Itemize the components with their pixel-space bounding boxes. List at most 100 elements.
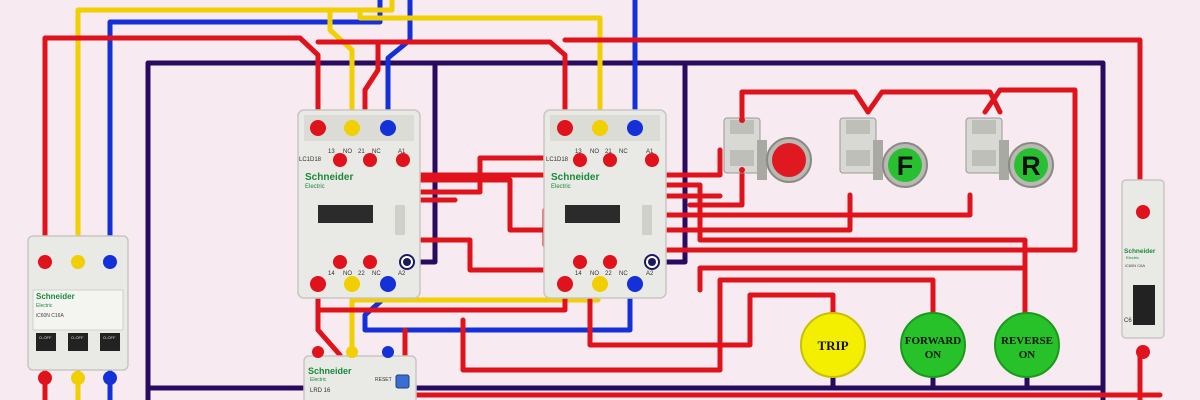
left-contactor-bottom-l2 [344, 276, 360, 292]
left-aux-13-terminal [333, 153, 347, 167]
left-aux-feed-wire [362, 39, 381, 131]
overload-model: LRD 16 [310, 388, 331, 394]
right-aux-14-terminal [573, 255, 587, 269]
left-contactor-brand: Schneider [305, 172, 353, 183]
stop-pushbutton-icon[interactable] [772, 143, 806, 177]
left-top-label-21: 21 [358, 149, 365, 155]
left-breaker-toggle-1[interactable] [36, 333, 56, 351]
left-bottom-label-a2: A2 [398, 271, 406, 277]
overload-reset-button[interactable] [395, 374, 410, 389]
right-contactor-bottom-l3 [627, 276, 643, 292]
right-contactor-window [565, 205, 620, 223]
right-top-label-21: 21 [605, 149, 612, 155]
overload-reset-label: RESET [375, 377, 392, 383]
left-contactor-bottom-l1 [310, 276, 326, 292]
left-contactor-sub: Electric [305, 184, 325, 190]
neutral-bus-wire [145, 60, 1106, 400]
left-aux-14-terminal [333, 255, 347, 269]
left-breaker-out-l1 [38, 371, 52, 385]
left-contactor-top-l2 [344, 120, 360, 136]
forward-pushbutton-label: F [897, 151, 914, 181]
left-contactor-top-l3 [380, 120, 396, 136]
left-breaker-toggle-2[interactable] [68, 333, 88, 351]
left-breaker: Schneider Electric iC60N C16A O-OFF O-OF… [27, 235, 129, 385]
right-top-label-a1: A1 [646, 149, 654, 155]
right-aux-21-terminal [603, 153, 617, 167]
left-contactor-top-l1 [310, 120, 326, 136]
forward-lamp-feed-wire [460, 277, 936, 373]
right-contactor-bottom-l2 [592, 276, 608, 292]
stop-to-forward-wire [739, 89, 871, 123]
right-contactor-top-l3 [627, 120, 643, 136]
left-breaker-toggle-3[interactable] [100, 333, 120, 351]
forward-lamp-label-1: FORWARD [905, 335, 962, 347]
left-breaker-switch-label-1: O-OFF [39, 335, 52, 340]
right-contactor-model: LC1D18 [546, 157, 569, 163]
control-supply-wire [562, 37, 1143, 213]
neutral-to-right-a2-wire [657, 60, 688, 265]
left-top-label-a1: A1 [398, 149, 406, 155]
right-bottom-label-nc: NC [619, 271, 628, 277]
l1-to-right-contactor-wire [315, 39, 568, 131]
right-breaker-model: iC60N C6A [1125, 263, 1145, 268]
left-top-label-13: 13 [328, 149, 335, 155]
left-aux-21-terminal [363, 153, 377, 167]
reverse-pushbutton-icon[interactable] [1014, 148, 1048, 182]
left-contactor-model: LC1D18 [299, 157, 322, 163]
l2-to-right-contactor-wire [357, 9, 603, 131]
reverse-pushbutton-label: R [1021, 151, 1041, 181]
right-bottom-label-14: 14 [575, 271, 582, 277]
reverse-lamp-label-1: REVERSE [1001, 335, 1053, 347]
left-bottom-label-22: 22 [358, 271, 365, 277]
reverse-on-lamp: REVERSE ON [994, 312, 1060, 378]
reverse-lamp-label-2: ON [1019, 349, 1036, 361]
forward-on-lamp: FORWARD ON [900, 312, 966, 378]
left-breaker-out-l3 [103, 371, 117, 385]
right-coil-a1-terminal [645, 153, 659, 167]
left-breaker-model: iC60N C16A [36, 313, 64, 319]
left-contactor-bottom-l3 [380, 276, 396, 292]
trip-lamp-label: TRIP [817, 338, 848, 353]
right-aux-13-terminal [573, 153, 587, 167]
stop-pushbutton[interactable] [723, 117, 812, 183]
right-bottom-label-a2: A2 [646, 271, 654, 277]
right-top-label-no: NO [590, 149, 599, 155]
left-coil-a2-terminal [403, 258, 411, 266]
right-breaker-toggle[interactable] [1133, 285, 1155, 325]
reverse-lamp-feed-wire [697, 265, 1028, 318]
right-bottom-label-no: NO [590, 271, 599, 277]
right-breaker-rating: C6 [1124, 318, 1132, 324]
left-bottom-label-no: NO [343, 271, 352, 277]
left-contactor-window [318, 205, 373, 223]
forward-pushbutton[interactable]: F [839, 117, 928, 188]
trip-lamp: TRIP [800, 312, 866, 378]
left-breaker-in-l1 [38, 255, 52, 269]
right-contactor-top-l2 [592, 120, 608, 136]
forward-lamp-label-2: ON [925, 349, 942, 361]
left-breaker-brand: Schneider [36, 292, 75, 301]
right-breaker: Schneider Electric iC60N C6A C6 [1121, 179, 1165, 359]
overload-relay: Schneider Electric LRD 16 RESET [303, 346, 417, 400]
left-coil-a1-terminal [396, 153, 410, 167]
left-breaker-in-l3 [103, 255, 117, 269]
left-bottom-label-14: 14 [328, 271, 335, 277]
right-breaker-sub: Electric [1126, 255, 1139, 260]
trip-lamp-feed-wire [587, 292, 836, 348]
phase-l2-wires [75, 0, 603, 400]
left-top-label-no: NO [343, 149, 352, 155]
right-breaker-out [1136, 345, 1150, 359]
right-top-label-13: 13 [575, 149, 582, 155]
right-bottom-label-22: 22 [605, 271, 612, 277]
right-contactor-top-l1 [557, 120, 573, 136]
right-contactor-brand: Schneider [551, 172, 599, 183]
right-top-label-nc: NC [619, 149, 628, 155]
forward-pushbutton-icon[interactable] [888, 148, 922, 182]
reverse-pushbutton[interactable]: R [965, 117, 1054, 188]
right-breaker-brand: Schneider [1124, 248, 1156, 255]
left-bottom-label-nc: NC [372, 271, 381, 277]
right-coil-a2-terminal [648, 258, 656, 266]
left-aux-22-terminal [363, 255, 377, 269]
left-breaker-sub: Electric [36, 303, 53, 309]
